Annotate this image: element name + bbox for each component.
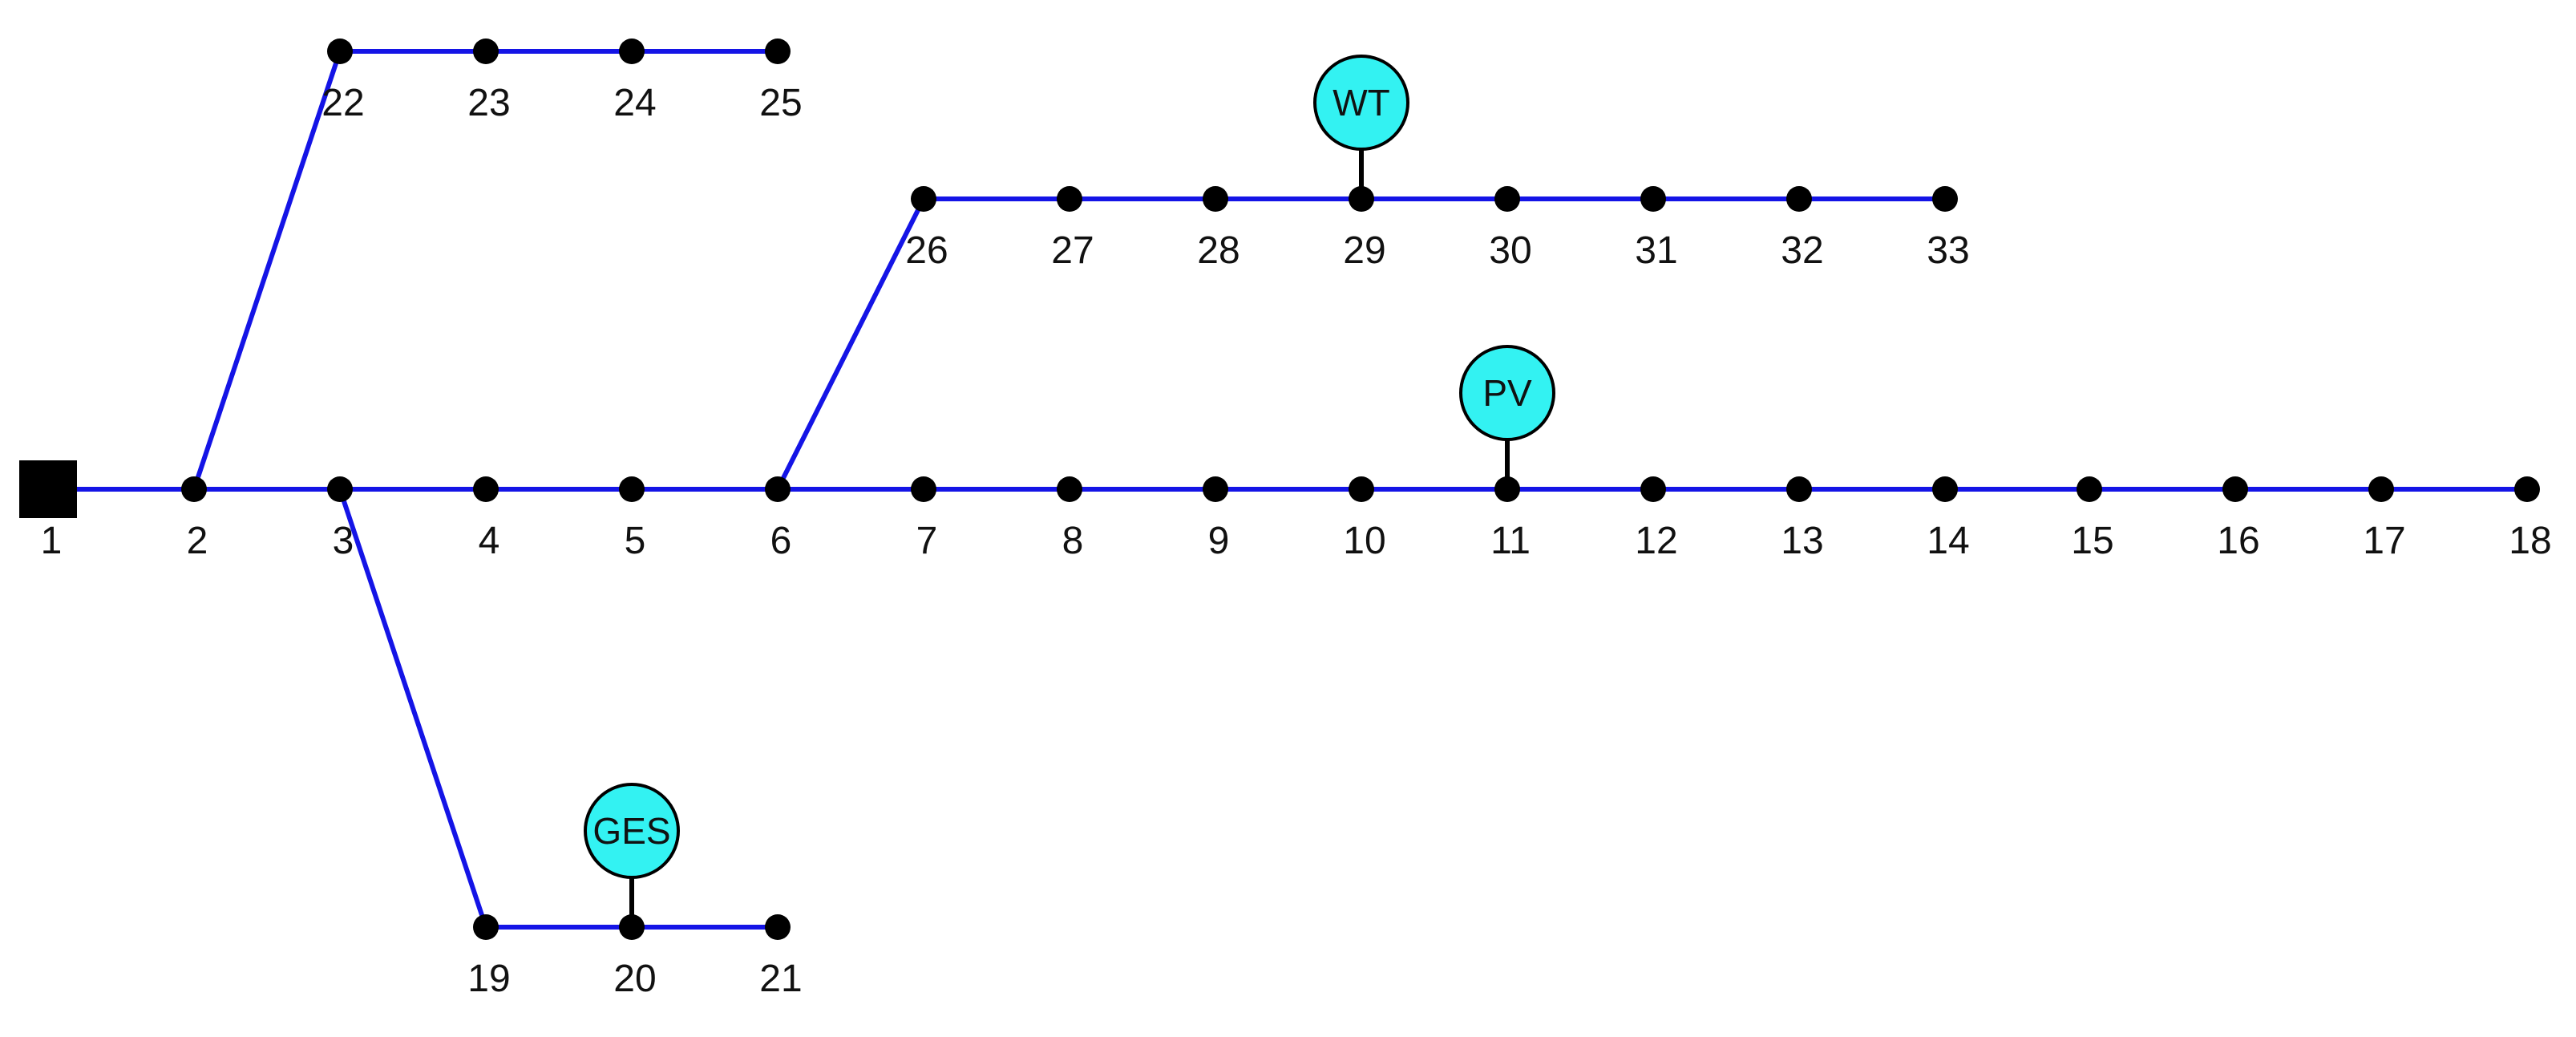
bus-label-16: 16 [2217,520,2259,562]
bus-node-32 [1786,186,1812,212]
bus-label-32: 32 [1781,229,1823,272]
bus-node-7 [911,476,936,502]
generator-label: GES [592,810,670,852]
bus-label-18: 18 [2509,520,2551,562]
bus-node-8 [1057,476,1082,502]
bus-label-22: 22 [321,82,364,124]
bus-node-31 [1640,186,1666,212]
bus-label-7: 7 [916,520,938,562]
bus-node-16 [2222,476,2248,502]
bus-node-12 [1640,476,1666,502]
bus-label-6: 6 [770,520,792,562]
bus-node-10 [1349,476,1374,502]
generator-pv: PV [1459,345,1555,441]
bus-node-25 [765,38,791,64]
bus-label-14: 14 [1927,520,1969,562]
bus-node-33 [1932,186,1958,212]
bus-node-18 [2514,476,2540,502]
slack-bus-1 [19,460,77,518]
branch-3-19 [338,487,488,930]
bus-node-19 [473,914,499,940]
bus-label-9: 9 [1208,520,1230,562]
bus-node-29 [1349,186,1374,212]
bus-node-21 [765,914,791,940]
bus-node-23 [473,38,499,64]
bus-label-12: 12 [1635,520,1677,562]
bus-node-26 [911,186,936,212]
bus-label-1: 1 [41,520,63,562]
bus-node-11 [1494,476,1520,502]
bus-label-27: 27 [1051,229,1094,272]
bus-node-4 [473,476,499,502]
bus-node-13 [1786,476,1812,502]
bus-node-17 [2368,476,2394,502]
generator-ges: GES [584,783,680,879]
bus-node-5 [619,476,645,502]
generator-circle [1313,55,1409,151]
bus-node-9 [1203,476,1228,502]
bus-label-17: 17 [2363,520,2405,562]
bus-label-19: 19 [467,958,510,1000]
bus-label-10: 10 [1343,520,1385,562]
bus-label-33: 33 [1927,229,1969,272]
bus-node-28 [1203,186,1228,212]
bus-label-29: 29 [1343,229,1385,272]
generator-circle [584,783,680,879]
bus-label-3: 3 [333,520,354,562]
bus-label-30: 30 [1489,229,1531,272]
bus-node-2 [181,476,207,502]
bus-node-15 [2077,476,2102,502]
bus-label-31: 31 [1635,229,1677,272]
bus-label-2: 2 [187,520,208,562]
branch-2-22 [192,49,342,492]
generator-label: WT [1332,82,1390,124]
bus-label-4: 4 [479,520,500,562]
bus-label-26: 26 [905,229,948,272]
bus-label-21: 21 [759,958,802,1000]
bus-label-25: 25 [759,82,802,124]
bus-label-11: 11 [1490,520,1531,562]
generator-wt: WT [1313,55,1409,151]
bus-label-5: 5 [625,520,646,562]
bus-nodes [19,38,2540,940]
bus-node-20 [619,914,645,940]
bus-label-23: 23 [467,82,510,124]
bus-label-20: 20 [613,958,656,1000]
bus-node-30 [1494,186,1520,212]
bus-node-6 [765,476,791,502]
bus-label-24: 24 [613,82,656,124]
generators: WT PV GES [584,55,1555,879]
bus-node-22 [327,38,353,64]
bus-label-13: 13 [1781,520,1823,562]
bus-node-27 [1057,186,1082,212]
bus-node-24 [619,38,645,64]
generator-circle [1459,345,1555,441]
bus-label-8: 8 [1062,520,1084,562]
bus-label-28: 28 [1197,229,1239,272]
branch-6-26 [775,196,926,492]
branch-lines [46,49,2529,930]
bus-node-3 [327,476,353,502]
bus-label-15: 15 [2071,520,2113,562]
bus-node-14 [1932,476,1958,502]
generator-label: PV [1482,372,1532,414]
